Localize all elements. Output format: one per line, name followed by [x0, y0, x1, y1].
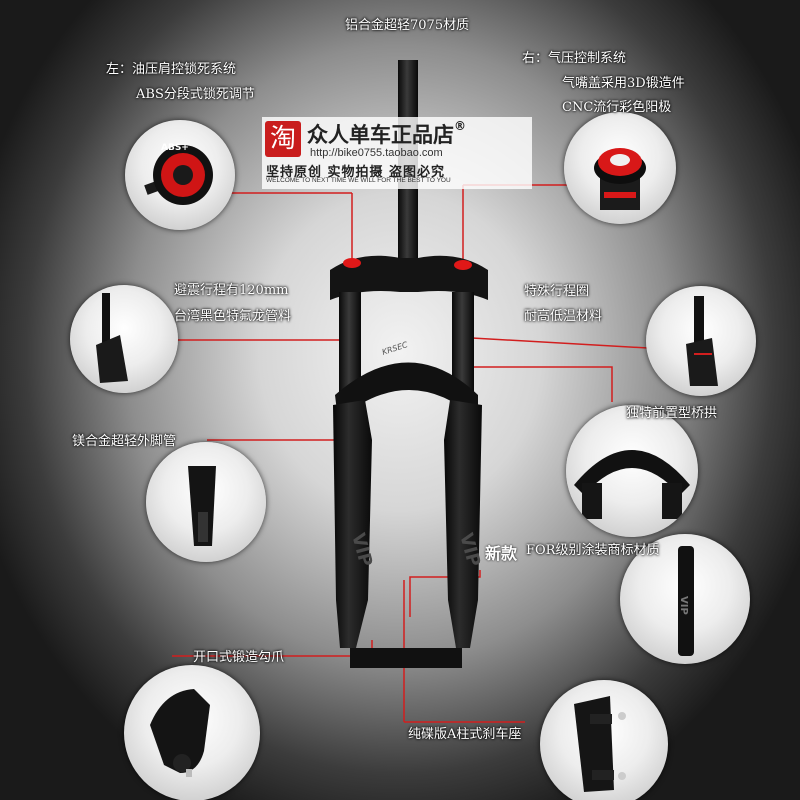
store-name-text: 众人单车正品店	[307, 123, 454, 147]
label-top-material: 铝合金超轻7075材质	[345, 18, 470, 33]
label-right-line2: 气嘴盖采用3D锻造件	[562, 76, 685, 91]
svg-text:ABS+: ABS+	[161, 143, 189, 153]
fork-crown	[330, 255, 488, 300]
svg-text:VIP: VIP	[678, 596, 689, 615]
air-valve-cap	[454, 260, 472, 270]
label-left-line2: ABS分段式锁死调节	[136, 87, 255, 102]
lower-leg-icon	[188, 466, 216, 546]
detail-travel-ring	[646, 286, 756, 396]
detail-brake-mount	[540, 680, 668, 800]
stanchion-icon	[96, 293, 128, 383]
label-special-line1: 特殊行程圈	[524, 284, 590, 299]
left-lower-leg	[333, 400, 372, 648]
fork-arch	[335, 362, 478, 420]
lockout-cap	[343, 258, 361, 268]
store-url: http://bike0755.taobao.com	[310, 147, 443, 159]
label-right-line1: 右：气压控制系统	[522, 51, 627, 66]
store-watermark: 淘 众人单车正品店® http://bike0755.taobao.com 坚持…	[262, 117, 532, 189]
detail-dropout	[124, 665, 260, 800]
detail-decal: VIP	[620, 534, 750, 664]
label-special-line2: 耐高低温材料	[524, 309, 603, 324]
label-new-model: 新款	[485, 544, 518, 563]
taobao-logo: 淘	[265, 121, 301, 157]
air-valve-icon	[594, 148, 646, 210]
label-travel-line2: 台湾黑色特氟龙管料	[174, 309, 292, 324]
travel-ring-icon	[686, 296, 718, 386]
dropout-icon	[150, 689, 210, 777]
label-travel-line1: 避震行程有120mm	[174, 283, 289, 298]
label-brake-mount: 纯碟版A柱式刹车座	[408, 727, 522, 742]
detail-lockout-knob: ABS+	[125, 120, 235, 230]
label-left-line1: 左：油压肩控锁死系统	[106, 62, 237, 77]
detail-lower-leg	[146, 442, 266, 562]
decal-icon: VIP	[678, 546, 694, 656]
arch-icon	[574, 450, 690, 519]
store-name: 众人单车正品店®	[307, 119, 466, 149]
lockout-knob-icon: ABS+	[144, 143, 213, 205]
axle	[350, 648, 462, 668]
fork-brand-decal: KRSEC	[381, 340, 409, 357]
label-bridge: 独特前置型桥拱	[626, 406, 718, 421]
label-dropout: 开口式锻造勾爪	[193, 650, 285, 665]
registered-mark: ®	[454, 119, 466, 133]
store-english-slogan: WELCOME TO NEXT TIME WE WILL FOR THE BES…	[266, 177, 451, 184]
brake-mount-icon	[574, 696, 626, 792]
right-lower-leg	[444, 400, 482, 648]
detail-air-valve	[564, 112, 676, 224]
store-slogan: 坚持原创 实物拍摄 盗图必究	[266, 165, 446, 180]
label-lower-legs: 镁合金超轻外脚管	[72, 434, 177, 449]
detail-stanchion	[70, 285, 178, 393]
label-decal: FOR级别涂装商标材质	[526, 543, 660, 558]
detail-arch	[566, 405, 698, 537]
label-right-line3: CNC流行彩色阳极	[562, 100, 672, 115]
